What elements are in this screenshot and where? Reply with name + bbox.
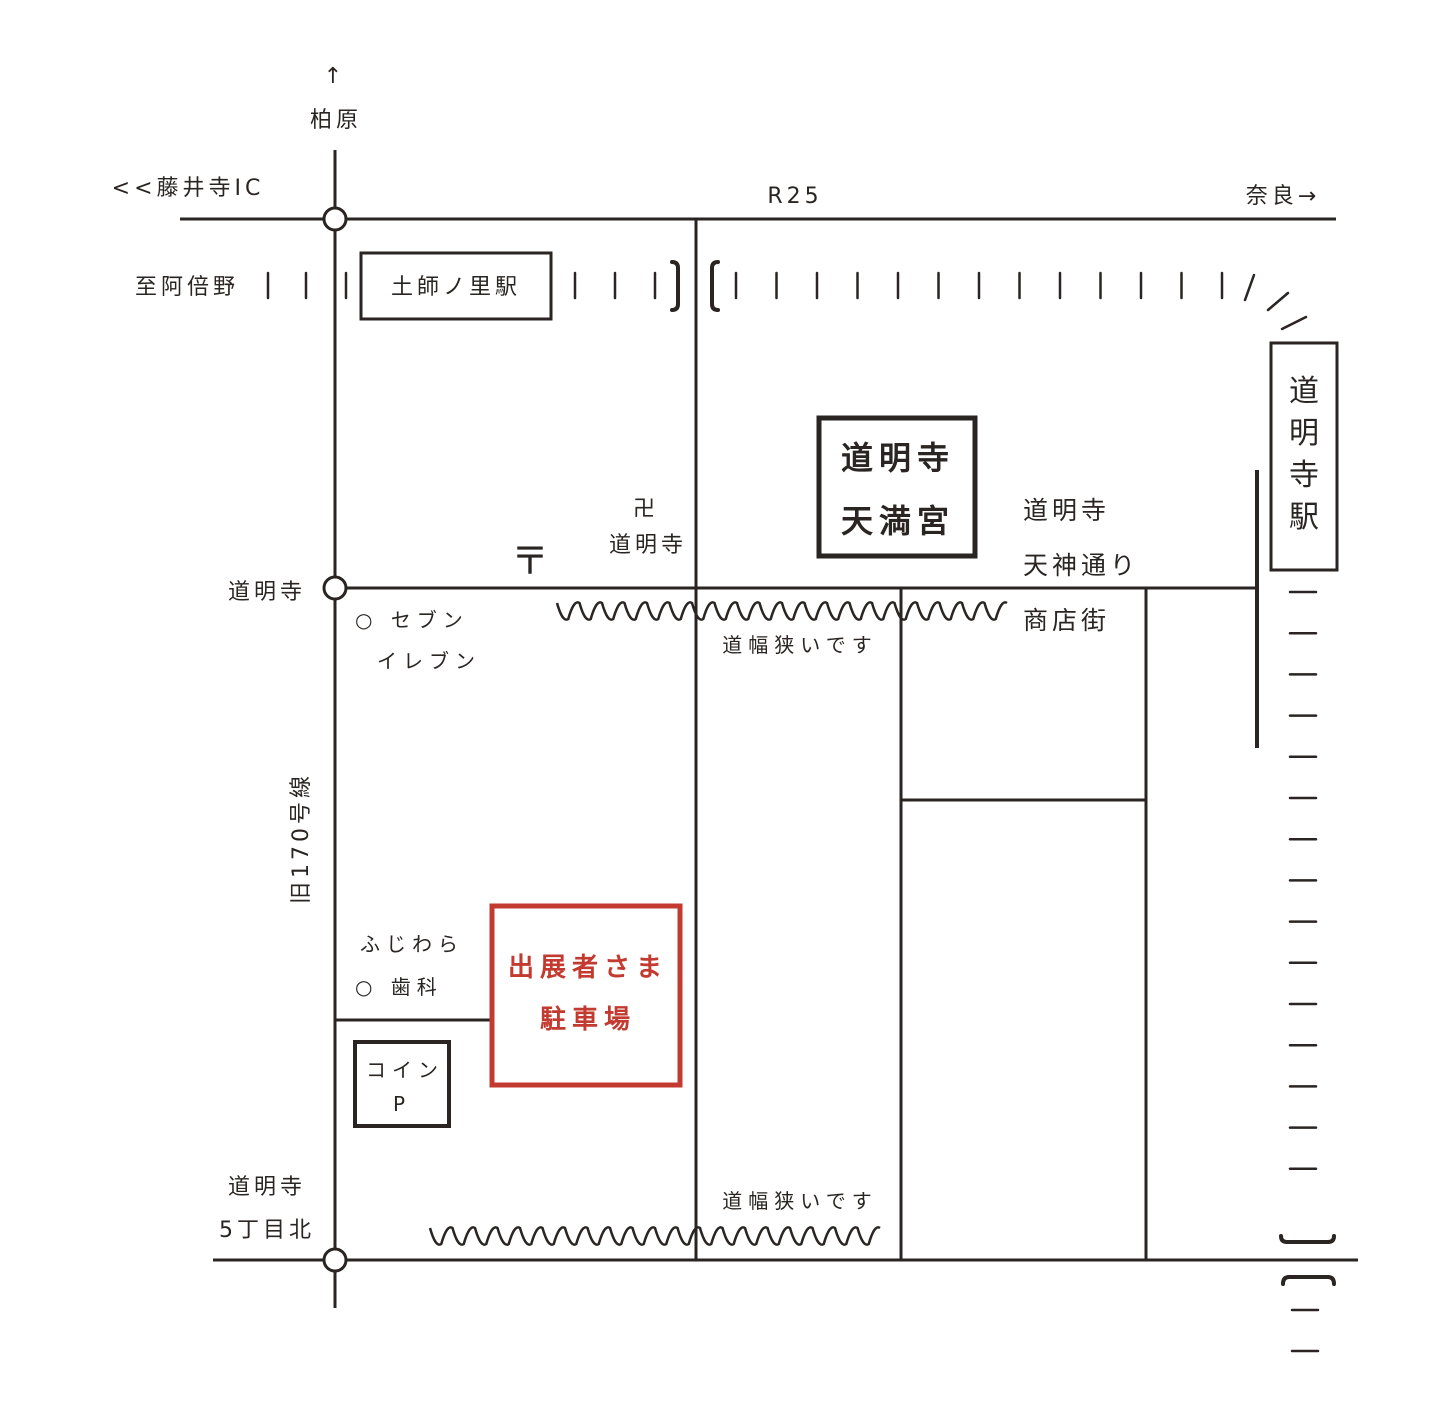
rail-tick [670, 260, 680, 312]
label-parking-1: 出展者さま [508, 953, 668, 983]
label-seven-eleven-1: ○ セブン [355, 608, 469, 632]
label-fujiidera-ic: <<藤井寺IC [112, 176, 265, 201]
railway-line [266, 260, 1336, 1353]
label-domyoji-station-3: 寺 [1289, 458, 1319, 493]
label-coin-parking-2: P [393, 1092, 411, 1116]
coin-parking-box [353, 1040, 451, 1128]
rail-tick [710, 260, 720, 312]
label-temple: 道明寺 [609, 533, 687, 558]
rail-tick [1279, 1234, 1336, 1244]
label-domyoji-5-2: 5丁目北 [219, 1218, 315, 1243]
label-to-abeno: 至阿倍野 [135, 275, 239, 300]
label-fujiwara-1: ふじわら [360, 932, 464, 956]
label-domyoji-5-1: 道明寺 [228, 1175, 306, 1200]
temple-icon: 卍 [633, 497, 659, 522]
rail-tick [1280, 315, 1308, 331]
hajinosato-station-box [359, 251, 553, 321]
label-domyoji-station-4: 駅 [1289, 500, 1319, 535]
label-narrow-road-north: 道幅狭いです [722, 633, 877, 657]
label-narrow-road-south: 道幅狭いです [722, 1189, 877, 1213]
label-fujiwara-2: ○ 歯科 [355, 975, 443, 999]
rail-tick [1266, 291, 1290, 312]
label-shopping-street-1: 道明寺 [1023, 496, 1110, 525]
rail-tick [1243, 273, 1256, 302]
label-shopping-street-3: 商店街 [1023, 606, 1110, 635]
label-parking-2: 駐車場 [540, 1005, 636, 1035]
label-nara: 奈良→ [1246, 184, 1320, 209]
label-domyoji-intersection: 道明寺 [228, 580, 306, 605]
narrow-road-wave [428, 1226, 881, 1246]
label-r25: R25 [767, 184, 822, 209]
label-shrine-line1: 道明寺 [841, 439, 955, 477]
narrow-road-wave [555, 601, 1008, 621]
exhibitor-parking-box [489, 903, 683, 1088]
narrow-road-markers [428, 601, 1008, 1246]
label-seven-eleven-2: イレブン [377, 649, 481, 673]
label-domyoji-station-2: 明 [1289, 416, 1319, 451]
rail-tick [1281, 1275, 1336, 1286]
label-kashiwara: 柏原 [310, 108, 362, 133]
shrine-box [816, 415, 978, 559]
domyoji-station-box [1269, 341, 1339, 572]
label-domyoji-station-1: 道 [1289, 374, 1319, 409]
roads [180, 150, 1358, 1308]
intersection-icon [322, 1247, 348, 1273]
label-coin-parking-1: コイン [366, 1058, 444, 1082]
intersection-icon [322, 206, 348, 232]
label-shopping-street-2: 天神通り [1023, 551, 1139, 580]
north-arrow-icon: ↑ [324, 64, 346, 89]
label-hajinosato-station: 土師ノ里駅 [391, 275, 521, 300]
label-old-route-170: 旧170号線 [289, 772, 314, 904]
intersection-icon [322, 575, 348, 601]
post-office-icon: 〒 [511, 539, 549, 583]
label-shrine-line2: 天満宮 [841, 502, 955, 540]
